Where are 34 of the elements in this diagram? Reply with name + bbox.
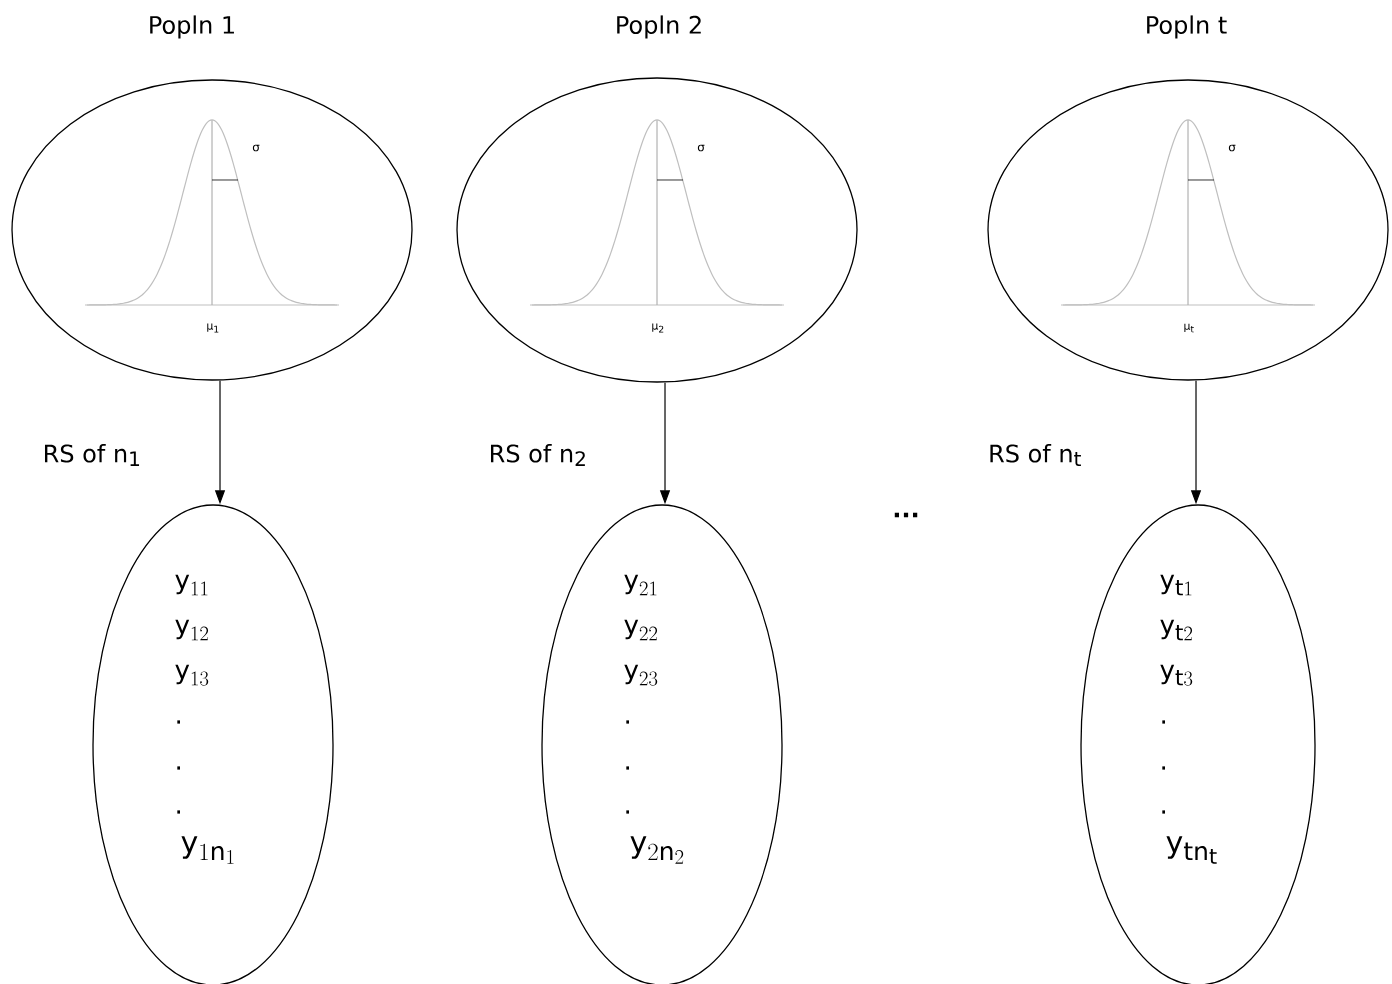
sigma-label: σ — [252, 144, 260, 152]
observation-label: $y_{12}$ — [175, 619, 209, 641]
edge-label: RS of n$_{1}$ — [41, 443, 143, 467]
ellipsis-dot: $.$ — [177, 810, 180, 814]
observation-label: $y_{t3}$ — [1160, 664, 1193, 686]
observation-label: $y_{1n_{1}}$ — [181, 836, 234, 864]
observation-label: $y_{23}$ — [624, 664, 658, 686]
population-heading: Popln 2 — [617, 15, 701, 39]
mean-label: μ$_{t}$ — [1184, 323, 1194, 333]
population-heading: Popln t — [1147, 15, 1227, 39]
population-heading: Popln 1 — [150, 15, 234, 39]
ellipsis-dot: $.$ — [1162, 766, 1165, 770]
edge-label: RS of n$_{t}$ — [987, 443, 1083, 467]
observation-label: $y_{tn_{t}}$ — [1166, 836, 1217, 864]
ellipsis-dot: $.$ — [177, 766, 180, 770]
ellipsis-dot: $.$ — [626, 810, 629, 814]
ellipsis-dot: $.$ — [626, 720, 629, 724]
ellipsis-dot: $.$ — [1162, 720, 1165, 724]
mean-label: μ$_{2}$ — [652, 323, 664, 333]
ellipsis-dot: $.$ — [626, 766, 629, 770]
observation-label: $y_{21}$ — [624, 574, 657, 596]
sigma-label: σ — [697, 144, 705, 152]
ellipsis: ... — [894, 512, 918, 518]
edge-label: RS of n$_{2}$ — [487, 443, 589, 467]
ellipsis-dot: $.$ — [1162, 810, 1165, 814]
observation-label: $y_{2n_{2}}$ — [630, 836, 684, 864]
mean-label: μ$_{1}$ — [207, 323, 219, 333]
observation-label: $y_{t2}$ — [1160, 619, 1193, 641]
sigma-label: σ — [1228, 144, 1236, 152]
observation-label: $y_{22}$ — [624, 619, 658, 641]
observation-label: $y_{13}$ — [175, 664, 209, 686]
observation-label: $y_{t1}$ — [1160, 574, 1192, 596]
observation-label: $y_{11}$ — [175, 574, 208, 596]
ellipsis-dot: $.$ — [177, 720, 180, 724]
